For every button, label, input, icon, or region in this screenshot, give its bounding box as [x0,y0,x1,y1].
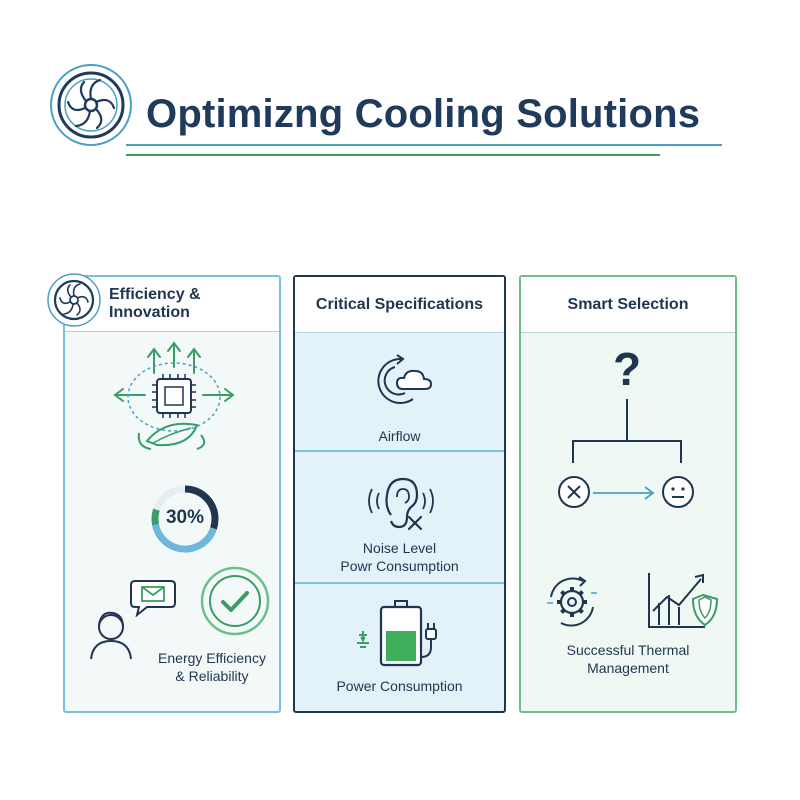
panel-smart-selection: Smart Selection ? Succes [519,275,737,713]
gear-cycle-icon [547,576,597,627]
cpu-chip-icon [113,341,235,432]
title-underline-blue [126,144,722,146]
chart-shield-icon [648,573,719,628]
airflow-cloud-icon [377,354,433,404]
fan-icon [50,64,132,146]
checkmark-badge-icon [200,566,270,636]
panel-title-efficiency: Efficiency & Innovation [65,277,279,332]
battery-plug-icon [357,600,437,667]
caption-successful-thermal: Successful Thermal [566,642,690,658]
divider [295,450,504,452]
x-circle-icon [558,476,590,508]
panel-critical-specifications: Critical Specifications Airflow Noise Le… [293,275,506,713]
question-mark: ? [612,343,642,395]
decision-tree-icon [572,399,682,500]
divider [295,582,504,584]
spec-noise-label: Noise Level [362,540,437,556]
leaf-gear-icon [137,422,206,450]
ear-muted-icon [368,477,434,531]
neutral-face-icon [662,476,694,508]
person-icon [90,611,132,660]
panel-title-smart-selection: Smart Selection [521,277,735,333]
spec-power-label: Power Consumption [336,678,463,694]
gauge-icon [151,485,219,553]
spec-airflow-label: Airflow [378,428,421,444]
panel-title-specifications: Critical Specifications [295,277,504,333]
gauge-value: 30% [165,507,205,528]
panel-efficiency-innovation: Efficiency & Innovation 30% [63,275,281,713]
fan-icon [47,273,101,327]
caption-reliability: & Reliability [175,668,249,684]
page-title: Optimizng Cooling Solutions [146,92,701,136]
caption-energy-efficiency: Energy Efficiency [158,650,266,666]
title-underline-green [126,154,660,156]
caption-management: Management [587,660,669,676]
spec-noise-sublabel: Powr Consumption [340,558,459,574]
mail-bubble-icon [130,580,176,617]
